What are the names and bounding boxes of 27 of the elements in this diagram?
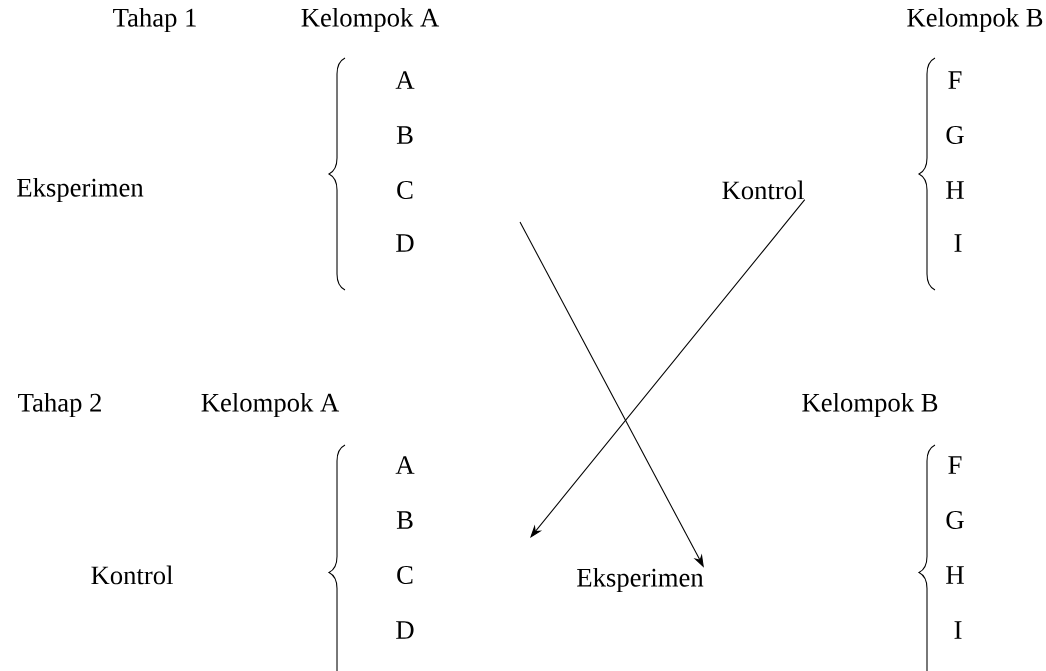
label: Kontrol xyxy=(91,565,173,585)
label: F xyxy=(948,456,962,474)
label: F xyxy=(948,71,962,89)
arrow xyxy=(530,199,806,538)
label: C xyxy=(397,181,413,199)
label: B xyxy=(396,126,413,144)
label: Kelompok B xyxy=(802,392,938,418)
label: I xyxy=(954,621,962,639)
label: I xyxy=(954,234,962,252)
label: Kelompok B xyxy=(907,7,1043,33)
label: H xyxy=(946,566,964,584)
group-label: Eksperimen xyxy=(577,567,704,593)
label: Kelompok A xyxy=(301,7,440,33)
label: Kelompok A xyxy=(201,392,340,418)
label: D xyxy=(396,234,414,252)
label: Tahap 2 xyxy=(18,392,101,418)
label: G xyxy=(946,511,964,529)
label: A xyxy=(395,456,415,474)
label: Tahap 1 xyxy=(113,7,196,33)
group-label: Kontrol xyxy=(722,180,804,200)
label: B xyxy=(396,511,413,529)
label: C xyxy=(397,566,413,584)
label: G xyxy=(946,126,964,144)
label: H xyxy=(946,181,964,199)
label: A xyxy=(395,71,415,89)
label: D xyxy=(396,621,414,639)
label: Eksperimen xyxy=(17,177,144,203)
